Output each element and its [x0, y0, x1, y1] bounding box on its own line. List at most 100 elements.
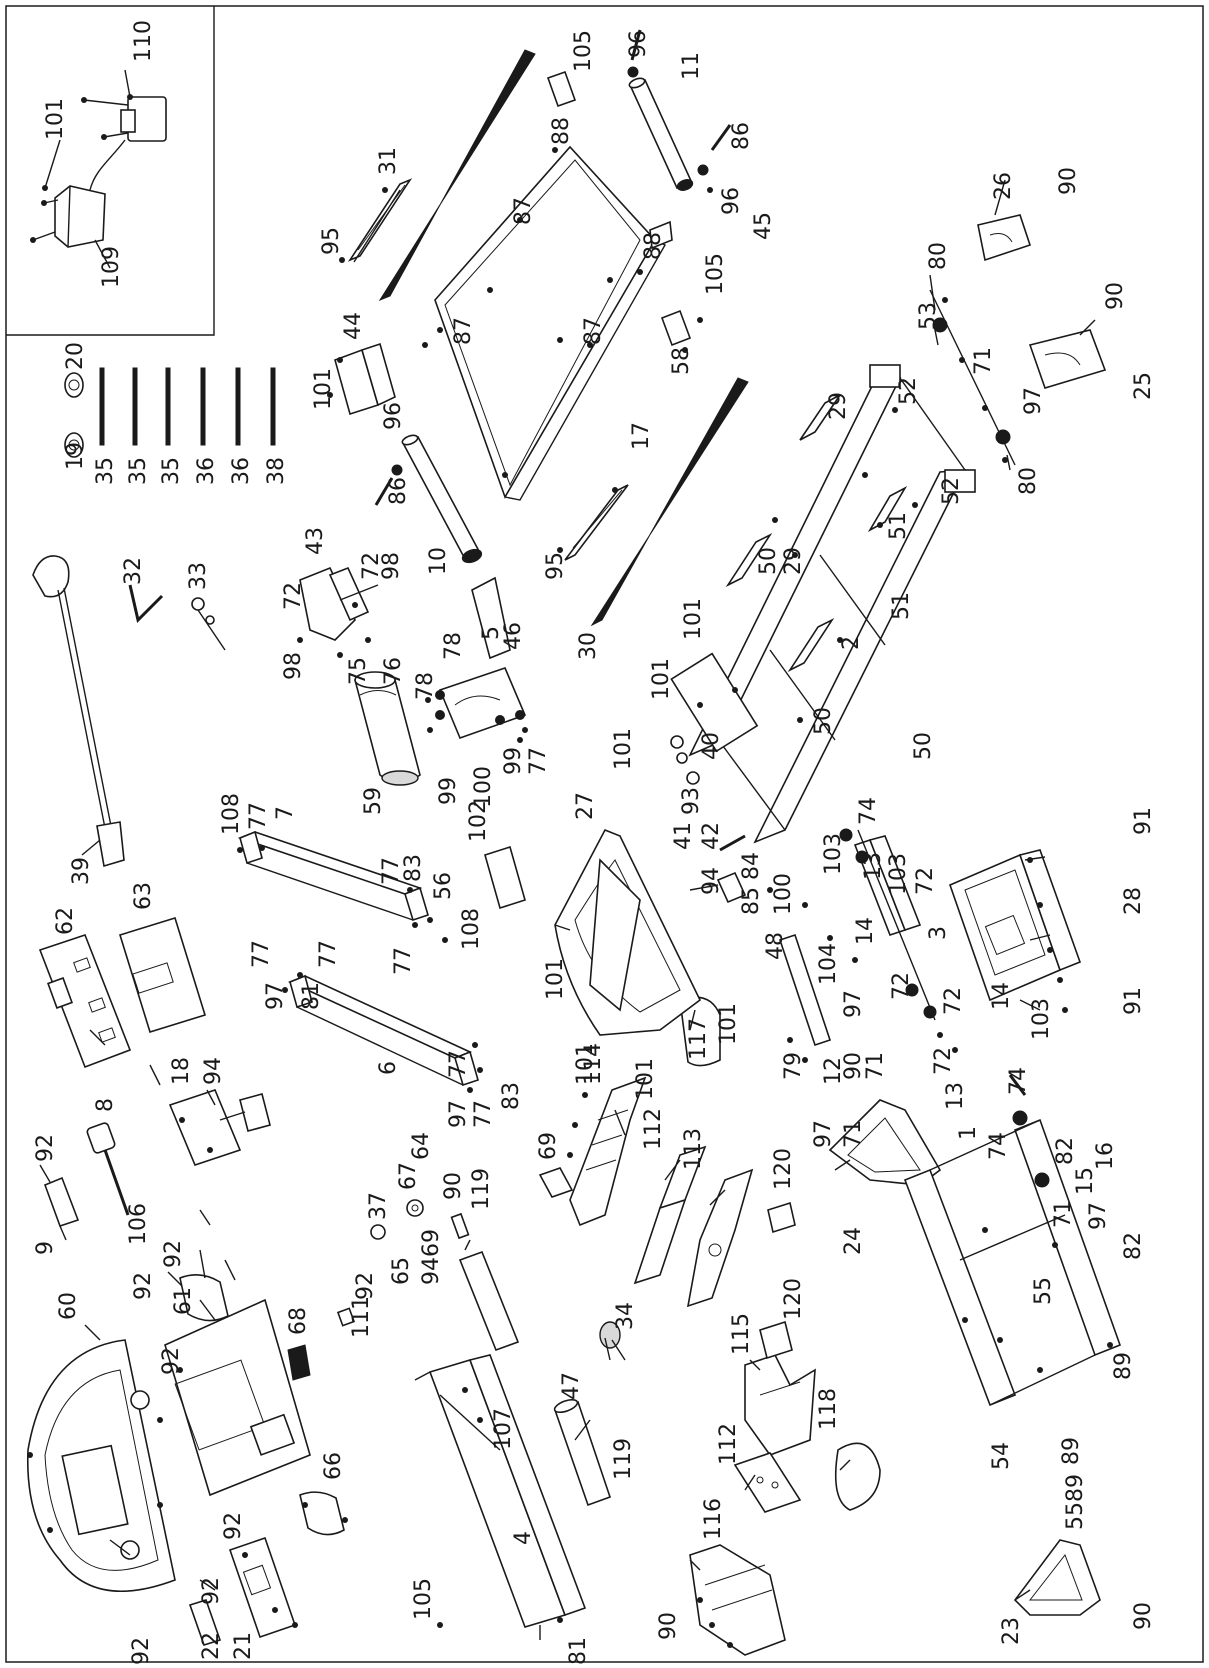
callout-10: 10: [426, 547, 451, 575]
callout-88b: 88: [641, 232, 666, 260]
callout-96a: 96: [381, 402, 406, 430]
callout-81a: 81: [566, 1637, 591, 1665]
callout-79: 79: [781, 1052, 806, 1080]
callout-78b: 78: [413, 672, 438, 700]
callout-92a: 92: [33, 1134, 58, 1162]
callout-60: 60: [56, 1292, 81, 1320]
part-63-board: [118, 916, 207, 1034]
callout-90f: 90: [1103, 282, 1128, 310]
part-5-motor-bracket: [435, 667, 527, 740]
callout-95a: 95: [319, 227, 344, 255]
part-3-incline-frame: [853, 829, 936, 1021]
callout-77h: 77: [526, 747, 551, 775]
callout-29b: 29: [781, 547, 806, 575]
callout-99b: 99: [501, 747, 526, 775]
callout-43: 43: [303, 527, 328, 555]
callout-72d: 72: [889, 972, 914, 1000]
callout-61: 61: [171, 1287, 196, 1315]
part-35-36-38-rods: [99, 367, 276, 446]
callout-20: 20: [63, 342, 88, 370]
callout-67: 67: [396, 1162, 421, 1190]
part-31-step-rail: [347, 178, 413, 262]
callout-11: 11: [679, 52, 704, 80]
callout-dots: [27, 94, 1113, 1648]
callout-103b: 103: [886, 853, 911, 895]
callout-72b: 72: [359, 552, 384, 580]
callout-113: 113: [681, 1128, 706, 1170]
part-10-front-roller: [401, 434, 483, 564]
part-17-deck: [434, 145, 666, 501]
callout-69: 69: [536, 1132, 561, 1160]
callout-75: 75: [346, 657, 371, 685]
part-2-main-frame: [670, 364, 976, 844]
callout-107: 107: [491, 1408, 516, 1450]
callout-19: 19: [63, 442, 88, 470]
callout-120a: 120: [771, 1148, 796, 1190]
callout-108a: 108: [219, 793, 244, 835]
callout-99a: 99: [436, 777, 461, 805]
callout-101i: 101: [681, 598, 706, 640]
callout-90d: 90: [1131, 1602, 1156, 1630]
callout-86a: 86: [386, 477, 411, 505]
part-45-end-cap-rear: [649, 220, 673, 250]
callout-84: 84: [739, 852, 764, 880]
part-118-cap: [834, 1442, 881, 1511]
callout-116: 116: [701, 1498, 726, 1540]
part-15-16-wheel: [1008, 1074, 1050, 1188]
callout-83b: 83: [499, 1082, 524, 1110]
callout-115: 115: [729, 1313, 754, 1355]
callout-101f: 101: [633, 1058, 658, 1100]
part-29-rubber-upper: [799, 394, 841, 441]
callout-77f: 77: [446, 1050, 471, 1078]
callout-112b: 112: [716, 1423, 741, 1465]
callout-58: 58: [669, 347, 694, 375]
callout-65: 65: [389, 1257, 414, 1285]
callout-97f: 97: [1021, 387, 1046, 415]
part-26-end-cap: [977, 214, 1032, 262]
callout-77a: 77: [246, 802, 271, 830]
callout-38: 38: [264, 457, 289, 485]
callout-5: 5: [479, 626, 504, 640]
callout-92d: 92: [129, 1637, 154, 1665]
callout-63: 63: [131, 882, 156, 910]
callout-52a: 52: [896, 377, 921, 405]
callout-50c: 50: [911, 732, 936, 760]
callout-72e: 72: [941, 987, 966, 1015]
part-113-grip: [686, 1168, 754, 1308]
callout-118: 118: [816, 1388, 841, 1430]
callout-28: 28: [1121, 887, 1146, 915]
part-11-rear-roller: [628, 77, 694, 191]
callout-15: 15: [1073, 1167, 1098, 1195]
callout-37: 37: [366, 1192, 391, 1220]
callout-81b: 81: [299, 982, 324, 1010]
callout-98a: 98: [281, 652, 306, 680]
part-8-106-9: [39, 1122, 130, 1241]
part-116-grip: [689, 1544, 786, 1656]
callout-92c: 92: [131, 1272, 156, 1300]
part-12-link-arm: [778, 933, 832, 1047]
callout-90c: 90: [841, 1052, 866, 1080]
callout-27: 27: [573, 792, 598, 820]
callout-105a: 105: [411, 1578, 436, 1620]
callout-90a: 90: [441, 1172, 466, 1200]
callout-101e: 101: [573, 1043, 598, 1085]
callout-36b: 36: [229, 457, 254, 485]
part-37-nut: [370, 1224, 386, 1240]
callout-4: 4: [511, 1531, 536, 1545]
inset-electronics: [6, 6, 215, 336]
callout-35b: 35: [126, 457, 151, 485]
callout-97b: 97: [446, 1100, 471, 1128]
callout-92b: 92: [161, 1240, 186, 1268]
callout-91b: 91: [1121, 987, 1146, 1015]
callout-92e: 92: [159, 1347, 184, 1375]
part-110-transformer: [81, 96, 167, 142]
callout-87c: 87: [581, 317, 606, 345]
callout-9469: 9469: [419, 1229, 444, 1285]
part-25-end-cap: [1028, 329, 1107, 389]
callout-102: 102: [466, 800, 491, 842]
part-102-pad: [484, 845, 526, 910]
callout-68: 68: [286, 1307, 311, 1335]
callout-92f: 92: [221, 1512, 246, 1540]
callout-62: 62: [53, 907, 78, 935]
